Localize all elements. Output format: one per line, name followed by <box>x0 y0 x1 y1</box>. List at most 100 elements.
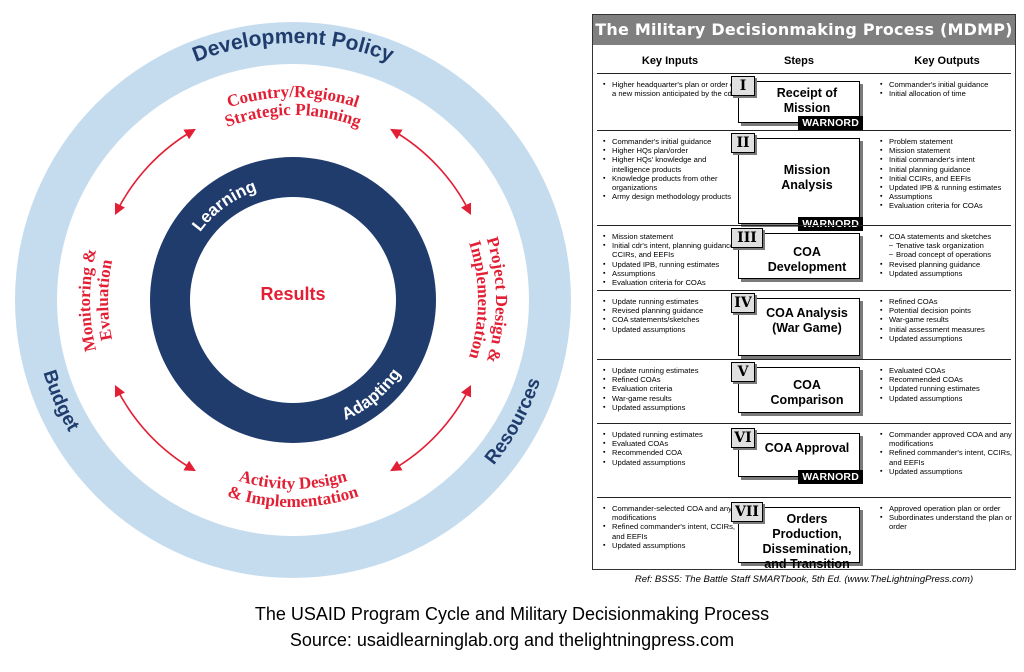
caption-source: Source: usaidlearninglab.org and theligh… <box>289 630 735 650</box>
key-input-item: Evaluated COAs <box>603 439 737 448</box>
warnord-badge: WARNORD <box>798 116 863 130</box>
key-input-item: Evaluation criteria <box>603 384 737 393</box>
arrow-bottom-left <box>114 384 196 472</box>
key-inputs-list: Mission statementInitial cdr's intent, p… <box>603 232 737 287</box>
key-input-item: Refined commander's intent, CCIRs, and E… <box>603 522 737 540</box>
step-name: COA Approval <box>764 441 850 455</box>
key-output-item: Approved operation plan or order <box>880 504 1014 513</box>
key-input-item: Army design methodology products <box>603 192 737 201</box>
row-separator <box>597 359 1011 360</box>
key-input-item: Updated assumptions <box>603 541 737 550</box>
key-output-item: Revised planning guidance <box>880 260 1014 269</box>
header-key-outputs: Key Outputs <box>914 55 980 67</box>
caption-title: The USAID Program Cycle and Military Dec… <box>254 604 770 624</box>
mdmp-step-row: Higher headquarter's plan or order or a … <box>593 76 1015 130</box>
key-output-item: Initial CCIRs, and EEFIs <box>880 174 1014 183</box>
step-box: IV COA Analysis (War Game) <box>731 293 860 356</box>
key-output-item: Updated assumptions <box>880 269 1014 278</box>
key-input-item: Recommended COA <box>603 448 737 457</box>
step-numeral: IV <box>731 293 755 313</box>
key-inputs-list: Updated running estimatesEvaluated COAsR… <box>603 430 737 467</box>
key-output-item: Updated running estimates <box>880 384 1014 393</box>
key-output-item: Initial commander's intent <box>880 155 1014 164</box>
key-input-item: Higher HQs plan/order <box>603 146 737 155</box>
arrow-bottom-right <box>390 384 472 472</box>
key-input-item: Mission statement <box>603 232 737 241</box>
mdmp-step-row: Update running estimatesRefined COAsEval… <box>593 362 1015 426</box>
step-name: Receipt of Mission <box>776 86 838 115</box>
key-inputs-list: Update running estimatesRefined COAsEval… <box>603 366 737 412</box>
key-output-item: Initial planning guidance <box>880 165 1014 174</box>
step-name: COA Analysis (War Game) <box>766 306 848 335</box>
key-input-item: COA statements/sketches <box>603 315 737 324</box>
row-separator <box>597 497 1011 498</box>
row-separator <box>597 130 1011 131</box>
warnord-badge: WARNORD <box>798 217 863 231</box>
key-output-item: Refined COAs <box>880 297 1014 306</box>
key-input-item: Revised planning guidance <box>603 306 737 315</box>
step-name: Mission Analysis <box>781 163 833 192</box>
key-output-item: Updated assumptions <box>880 467 1014 476</box>
step-name: COA Development <box>767 245 847 274</box>
program-cycle-diagram: Development Policy Budget Resources Coun… <box>15 22 571 578</box>
header-key-inputs: Key Inputs <box>641 55 699 67</box>
key-output-item: Updated assumptions <box>880 394 1014 403</box>
key-input-item: Update running estimates <box>603 297 737 306</box>
key-inputs-list: Commander's initial guidanceHigher HQs p… <box>603 137 737 202</box>
row-separator <box>597 225 1011 226</box>
step-numeral: III <box>731 228 763 248</box>
key-output-item: Broad concept of operations <box>880 250 1014 259</box>
key-inputs-list: Commander-selected COA and any modificat… <box>603 504 737 550</box>
key-input-item: Assumptions <box>603 269 737 278</box>
row-separator <box>597 423 1011 424</box>
key-outputs-list: Evaluated COAsRecommended COAsUpdated ru… <box>880 366 1014 403</box>
key-output-item: Mission statement <box>880 146 1014 155</box>
key-input-item: Updated assumptions <box>603 458 737 467</box>
key-input-item: Updated assumptions <box>603 403 737 412</box>
key-outputs-list: Approved operation plan or orderSubordin… <box>880 504 1014 532</box>
key-input-item: Updated IPB, running estimates <box>603 260 737 269</box>
mdmp-step-row: Commander's initial guidanceHigher HQs p… <box>593 133 1015 231</box>
header-steps: Steps <box>784 55 814 67</box>
mdmp-step-row: Mission statementInitial cdr's intent, p… <box>593 228 1015 293</box>
key-output-item: Refined commander's intent, CCIRs, and E… <box>880 448 1014 466</box>
key-input-item: Updated assumptions <box>603 325 737 334</box>
key-input-item: Updated running estimates <box>603 430 737 439</box>
key-output-item: Subordinates understand the plan or orde… <box>880 513 1014 531</box>
key-input-item: Update running estimates <box>603 366 737 375</box>
key-output-item: Tenative task organization <box>880 241 1014 250</box>
key-input-item: War-game results <box>603 394 737 403</box>
step-name: Orders Production, Dissemination, and Tr… <box>762 512 852 571</box>
key-output-item: Updated IPB & running estimates <box>880 183 1014 192</box>
mdmp-step-row: Commander-selected COA and any modificat… <box>593 501 1015 571</box>
step-numeral: VI <box>731 428 755 448</box>
center-circle <box>190 197 396 403</box>
reference-note: Ref: BSS5: The Battle Staff SMARTbook, 5… <box>634 574 974 585</box>
step-numeral: VII <box>731 502 763 522</box>
mdmp-step-row: Update running estimatesRevised planning… <box>593 293 1015 362</box>
key-output-item: Assumptions <box>880 192 1014 201</box>
key-outputs-list: Problem statementMission statementInitia… <box>880 137 1014 211</box>
warnord-badge: WARNORD <box>798 470 863 484</box>
key-input-item: Higher HQs' knowledge and intelligence p… <box>603 155 737 173</box>
key-outputs-list: COA statements and sketchesTenative task… <box>880 232 1014 278</box>
key-output-item: Potential decision points <box>880 306 1014 315</box>
key-inputs-list: Higher headquarter's plan or order or a … <box>603 80 737 98</box>
key-input-item: Commander-selected COA and any modificat… <box>603 504 737 522</box>
key-output-item: COA statements and sketches <box>880 232 1014 241</box>
center-label-results: Results <box>260 284 325 304</box>
key-output-item: War-game results <box>880 315 1014 324</box>
key-inputs-list: Update running estimatesRevised planning… <box>603 297 737 334</box>
key-input-item: Initial cdr's intent, planning guidance,… <box>603 241 737 259</box>
key-input-item: Evaluation criteria for COAs <box>603 278 737 287</box>
key-input-item: Knowledge products from other organizati… <box>603 174 737 192</box>
mdmp-chart: The Military Decisionmaking Process (MDM… <box>592 14 1016 571</box>
step-numeral: V <box>731 362 755 382</box>
key-output-item: Initial allocation of time <box>880 89 1014 98</box>
